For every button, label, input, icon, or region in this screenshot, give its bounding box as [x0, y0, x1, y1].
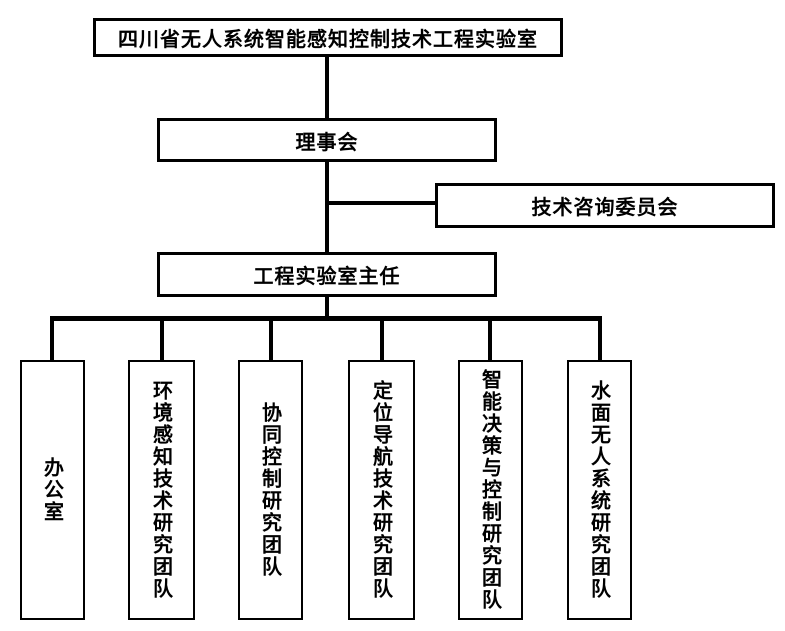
org-node-env-perception-team-label: 环境感知技术研究团队: [149, 380, 174, 600]
connector-director-to-bus: [325, 296, 329, 318]
connector-drop-env-perception: [160, 320, 164, 361]
org-node-surface-unmanned-team-label: 水面无人系统研究团队: [587, 380, 612, 600]
org-node-positioning-nav-team: 定位导航技术研究团队: [348, 360, 415, 620]
connector-drop-cooperative-control: [269, 320, 273, 361]
org-node-cooperative-control-team: 协同控制研究团队: [238, 360, 303, 620]
org-node-advisory-committee: 技术咨询委员会: [435, 183, 775, 228]
org-node-surface-unmanned-team: 水面无人系统研究团队: [567, 360, 632, 620]
org-node-positioning-nav-team-label: 定位导航技术研究团队: [369, 380, 394, 600]
connector-drop-surface-unmanned: [598, 320, 602, 361]
connector-drop-positioning-nav: [380, 320, 384, 361]
connector-branch-to-advisory: [327, 201, 437, 205]
org-node-laboratory-root: 四川省无人系统智能感知控制技术工程实验室: [93, 18, 563, 57]
connector-horizontal-bus: [50, 316, 602, 321]
connector-drop-intelligent-decision: [488, 320, 492, 361]
org-node-office-label: 办公室: [40, 457, 65, 523]
org-node-intelligent-decision-team-label: 智能决策与控制研究团队: [478, 369, 503, 611]
org-node-cooperative-control-team-label: 协同控制研究团队: [258, 402, 283, 578]
org-node-council-label: 理事会: [295, 129, 359, 154]
org-node-env-perception-team: 环境感知技术研究团队: [128, 360, 195, 620]
connector-root-to-council: [325, 56, 329, 118]
org-node-intelligent-decision-team: 智能决策与控制研究团队: [458, 360, 523, 620]
connector-drop-office: [50, 320, 54, 361]
org-node-office: 办公室: [20, 360, 85, 620]
org-node-lab-director-label: 工程实验室主任: [253, 264, 401, 288]
org-node-council: 理事会: [157, 118, 497, 162]
org-node-advisory-committee-label: 技术咨询委员会: [531, 195, 679, 219]
org-node-lab-director: 工程实验室主任: [157, 252, 497, 297]
connector-council-to-director: [325, 161, 329, 253]
org-node-laboratory-root-label: 四川省无人系统智能感知控制技术工程实验室: [118, 27, 538, 51]
